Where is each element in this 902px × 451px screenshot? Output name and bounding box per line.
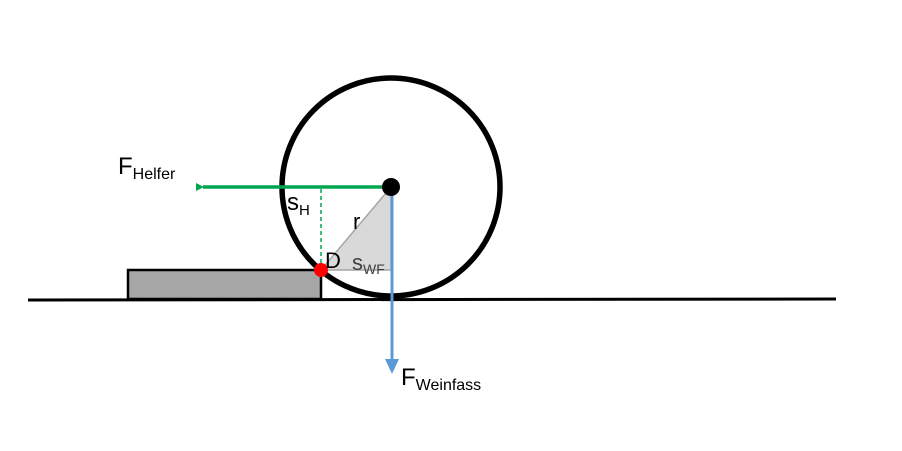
barrel-force-arrowhead [385,359,399,374]
barrel-force-label-main: F [401,364,416,391]
helper-force-label: FHelfer [118,153,176,183]
radius-label: r [353,209,360,234]
wheel-center-hub [382,178,400,196]
helper-lever-arm-label: sH [287,189,310,219]
barrel-force-label-sub: Weinfass [416,377,482,394]
helper-force-label-main: F [118,153,133,180]
helper-force-label-sub: Helfer [133,166,176,183]
barrel-lever-arm-label-sub: WF [363,261,385,277]
barrel-lever-arm-label: sWF [352,250,385,277]
pivot-point [314,263,328,277]
barrel-lever-arm-label-main: s [352,250,363,275]
helper-lever-arm-label-sub: H [299,202,310,219]
helper-lever-arm-label-main: s [287,189,299,216]
barrel-force-label: FWeinfass [401,364,481,394]
pivot-label: D [325,248,341,273]
step-block [126,268,323,301]
